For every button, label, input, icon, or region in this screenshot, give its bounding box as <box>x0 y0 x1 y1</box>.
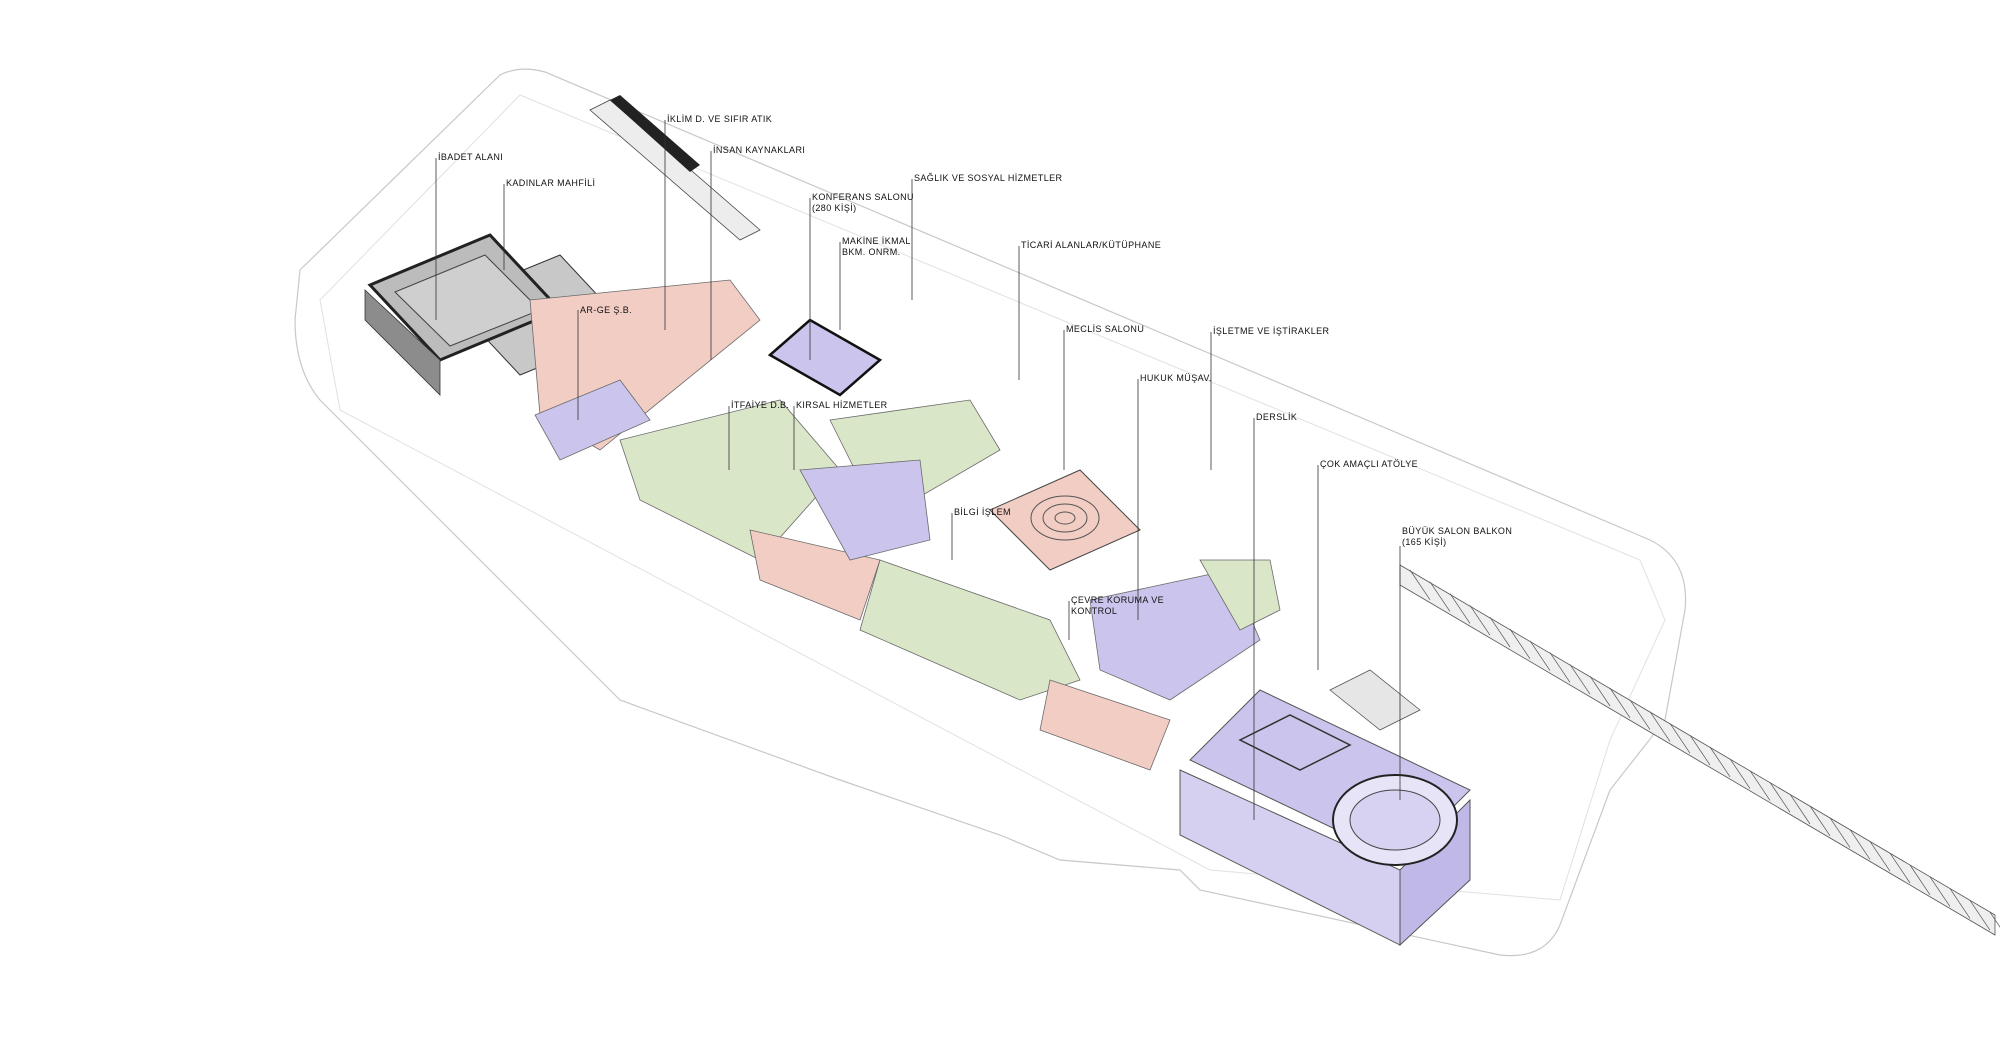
bridge-strut <box>1669 723 1691 754</box>
bridge-walkway <box>1399 564 2000 936</box>
bridge-strut <box>1949 888 1971 919</box>
conference-hall <box>767 318 883 397</box>
bridge-strut <box>1969 900 1991 931</box>
bridge-strut <box>1829 817 1851 848</box>
bridge-strut <box>1649 711 1671 742</box>
main-wing-green-2 <box>859 559 1081 701</box>
label-bilgi: BİLGİ İŞLEM <box>954 507 1011 517</box>
east-wing-purple <box>1089 569 1261 701</box>
bridge-strut <box>1689 735 1711 766</box>
bridge-strut <box>1529 640 1551 671</box>
bridge-strut <box>1869 841 1891 872</box>
label-makine: MAKİNE İKMAL BKM. ONRM. <box>842 236 911 257</box>
label-derslik: DERSLİK <box>1256 412 1298 422</box>
label-kirsal: KIRSAL HİZMETLER <box>796 400 888 410</box>
bridge-strut <box>1489 617 1511 648</box>
outdoor-stairs <box>1329 669 1421 731</box>
bridge-strut <box>1429 581 1451 612</box>
bridge-strut <box>1709 746 1731 777</box>
bridge-strut <box>1989 912 2000 928</box>
site-inner-outline <box>319 94 1666 901</box>
bridge-strut <box>1809 805 1831 836</box>
bridge-strut <box>1769 782 1791 813</box>
inner-wing-purple <box>799 459 931 561</box>
big-hall-block <box>1179 689 1471 947</box>
label-meclis: MECLİS SALONU <box>1066 324 1145 334</box>
main-wing-pink-3 <box>1039 679 1171 771</box>
label-cok: ÇOK AMAÇLI ATÖLYE <box>1320 459 1418 469</box>
label-insan: İNSAN KAYNAKLARI <box>713 145 806 155</box>
bridge-strut <box>1849 829 1871 860</box>
label-arge: AR-GE Ş.B. <box>580 305 633 315</box>
label-cevre: ÇEVRE KORUMA VE KONTROL <box>1071 595 1165 616</box>
label-itfaiye: İTFAİYE D.B. <box>731 400 790 410</box>
bridge-strut <box>1929 876 1951 907</box>
bridge-strut <box>1589 676 1611 707</box>
label-kadinlar: KADINLAR MAHFİLİ <box>506 178 596 188</box>
label-ibadet: İBADET ALANI <box>438 152 504 162</box>
assembly-hall <box>989 469 1141 571</box>
bridge-strut <box>1629 699 1651 730</box>
label-hukuk: HUKUK MÜŞAV. <box>1140 373 1212 383</box>
main-wing-purple-1 <box>534 379 651 461</box>
bridge-strut <box>1469 605 1491 636</box>
site-outline <box>294 68 1687 957</box>
bridge-strut <box>1789 794 1811 825</box>
entrance-ramp <box>589 95 761 241</box>
label-iklim: İKLİM D. VE SIFIR ATIK <box>667 114 773 124</box>
bridge-strut <box>1749 770 1771 801</box>
label-saglik: SAĞLIK VE SOSYAL HİZMETLER <box>914 173 1063 183</box>
label-konferans: KONFERANS SALONU (280 KİŞİ) <box>812 192 914 213</box>
bridge-strut <box>1609 687 1631 718</box>
bridge-strut <box>1549 652 1571 683</box>
bridge-strut <box>1449 593 1471 624</box>
bridge-strut <box>1889 853 1911 884</box>
label-isletme: İŞLETME VE İŞTİRAKLER <box>1213 326 1330 336</box>
east-wing-green <box>1199 559 1281 631</box>
bridge-strut <box>1909 864 1931 895</box>
bridge-strut <box>1569 664 1591 695</box>
bridge-strut <box>1509 628 1531 659</box>
bridge-strut <box>1729 758 1751 789</box>
label-buyuk: BÜYÜK SALON BALKON (165 KİŞİ) <box>1402 526 1513 547</box>
main-wing-green-1 <box>619 399 841 561</box>
label-ticari: TİCARİ ALANLAR/KÜTÜPHANE <box>1021 240 1162 250</box>
bridge-strut <box>1409 569 1431 600</box>
